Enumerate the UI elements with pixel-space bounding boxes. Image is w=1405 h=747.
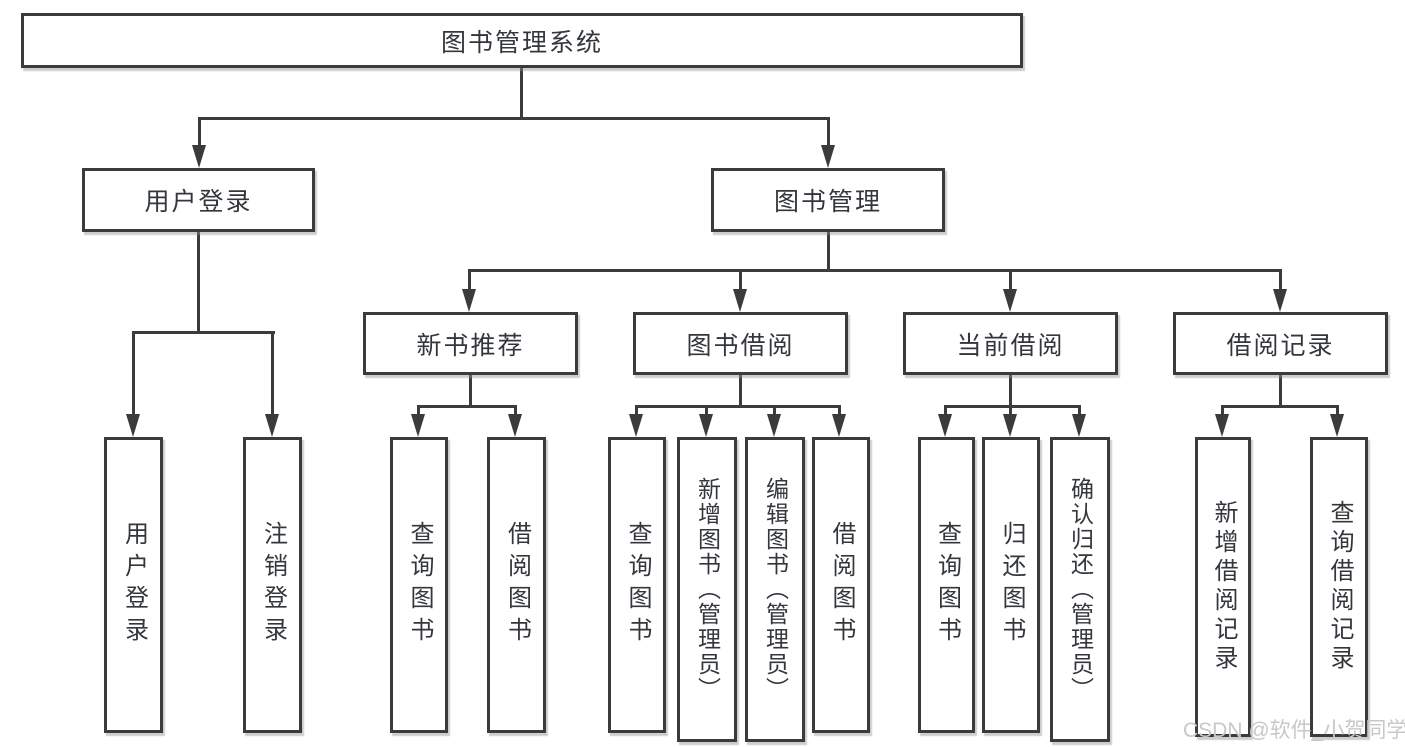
arrow-down-icon [508, 414, 522, 437]
connector-line [944, 408, 947, 418]
connector-line [1009, 272, 1012, 292]
node-book-borrowing: 图书借阅 [633, 312, 848, 375]
connector-line [773, 408, 776, 418]
leaf-add-borrow-record: 新增借阅记录 [1195, 437, 1251, 737]
connector-line [944, 405, 1081, 408]
connector-line [705, 408, 708, 418]
arrow-down-icon [411, 414, 425, 437]
arrow-down-icon [192, 145, 206, 168]
leaf-edit-book-admin: 编辑图书（管理员） [745, 437, 805, 742]
node-borrowing-records: 借阅记录 [1173, 312, 1388, 375]
arrow-down-icon [1330, 414, 1344, 437]
arrow-down-icon [938, 414, 952, 437]
connector-line [198, 120, 201, 148]
leaf-logout: 注销登录 [243, 437, 302, 733]
arrow-down-icon [1003, 414, 1017, 437]
connector-line [838, 408, 841, 418]
connector-line [520, 68, 523, 120]
connector-line [827, 120, 830, 148]
leaf-borrow-books-recommend: 借阅图书 [487, 437, 546, 733]
leaf-query-books-borrowing: 查询图书 [608, 437, 666, 733]
connector-line [739, 375, 742, 408]
connector-line [132, 331, 275, 334]
connector-line [1336, 408, 1339, 418]
connector-line [827, 232, 830, 272]
node-book-management: 图书管理 [711, 168, 945, 232]
connector-line [198, 117, 830, 120]
connector-line [469, 375, 472, 408]
connector-line [1221, 408, 1224, 418]
connector-line [132, 334, 135, 416]
arrow-down-icon [832, 414, 846, 437]
connector-line [468, 272, 471, 292]
arrow-down-icon [1072, 414, 1086, 437]
arrow-down-icon [733, 289, 747, 312]
node-library-system: 图书管理系统 [21, 13, 1023, 68]
connector-line [197, 232, 200, 334]
leaf-add-book-admin: 新增图书（管理员） [677, 437, 737, 742]
arrow-down-icon [821, 145, 835, 168]
connector-line [635, 405, 841, 408]
leaf-borrow-books-borrowing: 借阅图书 [812, 437, 870, 733]
arrow-down-icon [767, 414, 781, 437]
leaf-return-books: 归还图书 [982, 437, 1040, 733]
connector-line [1078, 408, 1081, 418]
arrow-down-icon [699, 414, 713, 437]
connector-line [1279, 375, 1282, 408]
arrow-down-icon [1215, 414, 1229, 437]
connector-line [739, 272, 742, 292]
node-current-borrowing: 当前借阅 [903, 312, 1118, 375]
arrow-down-icon [629, 414, 643, 437]
node-user-login: 用户登录 [82, 168, 315, 232]
connector-line [635, 408, 638, 418]
csdn-watermark: CSDN @软件_小贺同学 [1183, 719, 1405, 742]
node-new-book-recommendation: 新书推荐 [363, 312, 578, 375]
connector-line [514, 408, 517, 418]
leaf-user-login: 用户登录 [104, 437, 163, 733]
connector-line [1009, 375, 1012, 408]
connector-line [1221, 405, 1339, 408]
connector-line [468, 269, 1282, 272]
connector-line [271, 334, 274, 416]
arrow-down-icon [265, 414, 279, 437]
leaf-query-books-recommend: 查询图书 [390, 437, 448, 733]
arrow-down-icon [462, 289, 476, 312]
connector-line [1279, 272, 1282, 292]
arrow-down-icon [1003, 289, 1017, 312]
leaf-confirm-return-admin: 确认归还（管理员） [1050, 437, 1110, 742]
arrow-down-icon [126, 414, 140, 437]
connector-line [1009, 408, 1012, 418]
connector-line [417, 405, 517, 408]
leaf-query-books-current: 查询图书 [918, 437, 975, 733]
arrow-down-icon [1273, 289, 1287, 312]
connector-line [417, 408, 420, 418]
leaf-query-borrow-record: 查询借阅记录 [1310, 437, 1368, 737]
